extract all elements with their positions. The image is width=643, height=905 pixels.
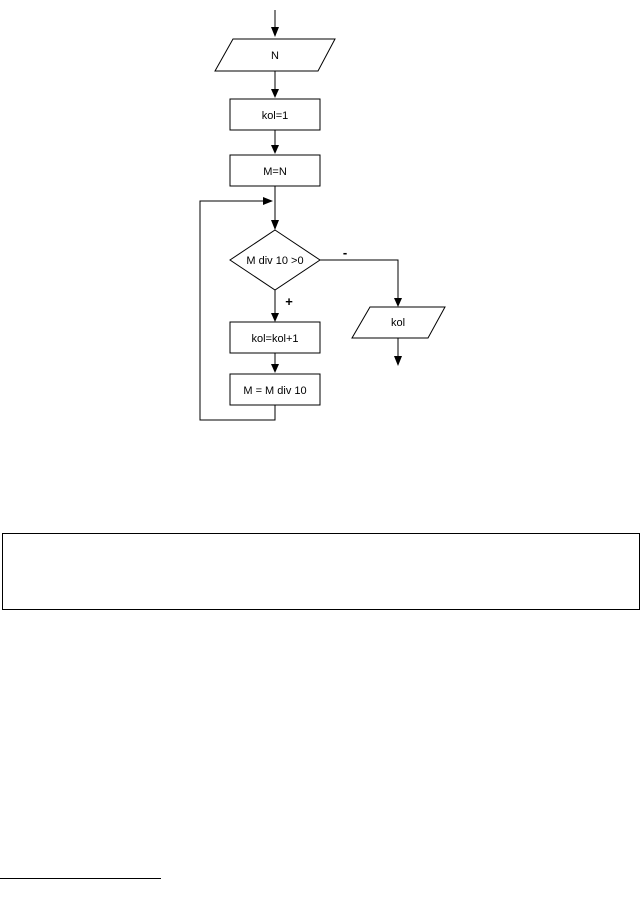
init-kol-shape (229, 98, 321, 131)
input-n-label: N (271, 50, 279, 62)
increment-kol-shape (229, 321, 321, 354)
assign-m-node: M=N (229, 154, 321, 187)
increment-kol-node: kol=kol+1 (229, 321, 321, 354)
arrow-input-to-init (271, 71, 279, 98)
condition-label: M div 10 >0 (246, 255, 303, 267)
condition-node: M div 10 >0 (229, 229, 321, 291)
input-n-node: N (214, 38, 336, 72)
entry-arrow (271, 10, 279, 37)
no-branch-label: - (343, 245, 347, 260)
assign-m-shape (229, 154, 321, 187)
yes-branch-label: + (285, 294, 293, 309)
output-kol-shape (351, 306, 446, 339)
divide-m-node: M = M div 10 (229, 373, 321, 406)
assign-m-label: M=N (263, 166, 287, 178)
increment-kol-label: kol=kol+1 (251, 333, 298, 345)
arrow-increment-to-divide (271, 353, 279, 373)
divide-m-label: M = M div 10 (243, 385, 306, 397)
arrow-assign-to-condition (271, 186, 279, 230)
divide-m-shape (229, 373, 321, 406)
init-kol-node: kol=1 (229, 98, 321, 131)
input-n-shape (214, 38, 336, 72)
loop-back-arrow (199, 197, 276, 421)
output-kol-label: kol (391, 317, 405, 329)
arrow-init-to-assign (271, 130, 279, 154)
init-kol-label: kol=1 (262, 110, 289, 122)
arrow-condition-no: - (320, 245, 402, 307)
arrow-condition-yes: + (271, 290, 293, 322)
empty-answer-box (2, 533, 640, 610)
output-kol-node: kol (351, 306, 446, 339)
footnote-separator (0, 878, 161, 879)
exit-arrow (394, 338, 402, 366)
